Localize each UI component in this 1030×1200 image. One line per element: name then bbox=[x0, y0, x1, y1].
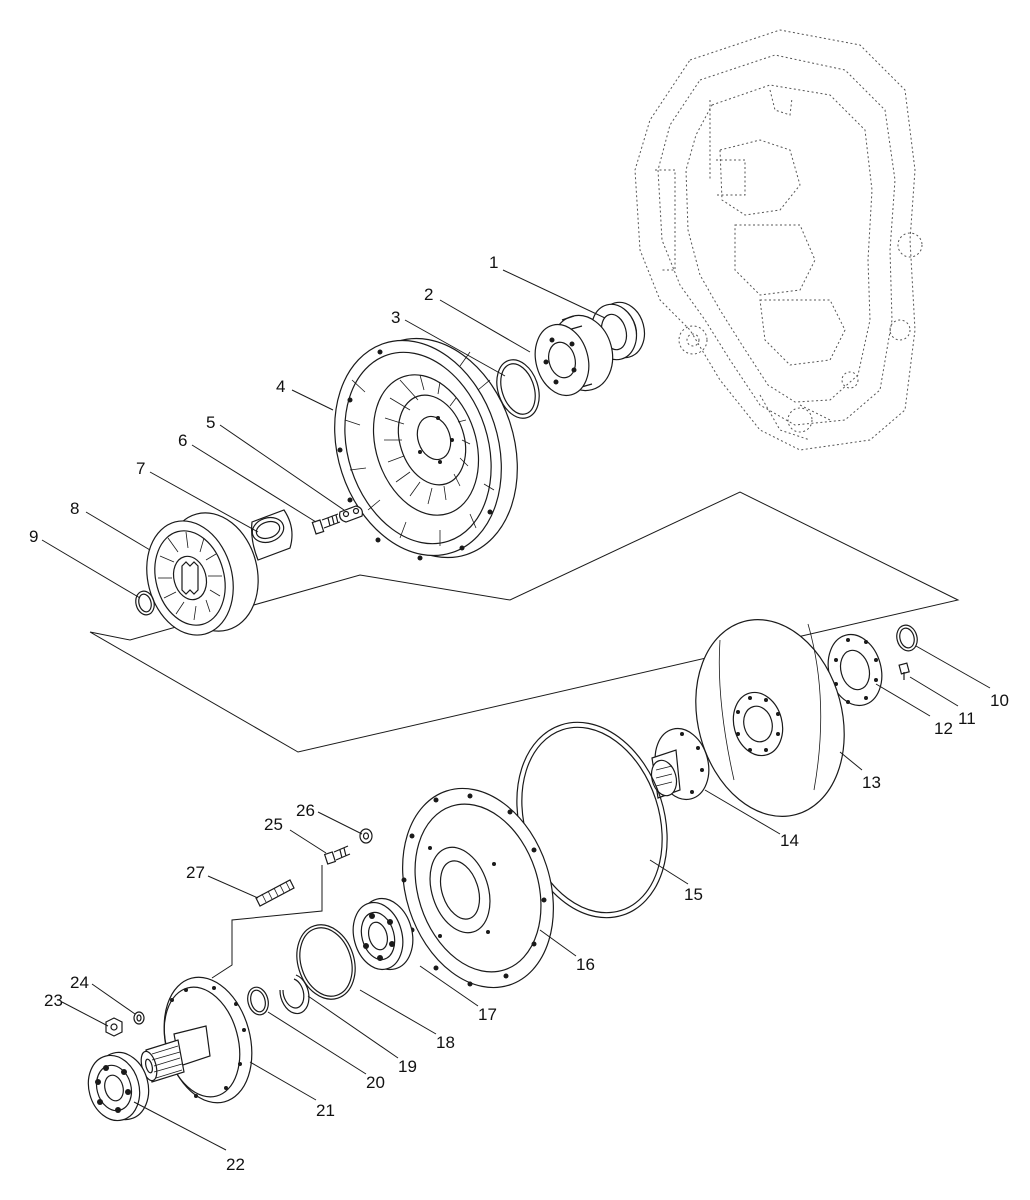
washer-26 bbox=[359, 828, 373, 844]
snap-ring-20 bbox=[247, 986, 269, 1016]
callout-12: 12 bbox=[934, 719, 953, 738]
bolt-6 bbox=[311, 513, 341, 535]
lock-plate-12 bbox=[827, 633, 883, 707]
snap-ring-10 bbox=[896, 624, 918, 652]
stator-8 bbox=[146, 512, 259, 636]
callout-20: 20 bbox=[366, 1073, 385, 1092]
callout-5: 5 bbox=[206, 413, 215, 432]
impeller-cover-16 bbox=[401, 787, 554, 989]
callout-15: 15 bbox=[684, 885, 703, 904]
callout-22: 22 bbox=[226, 1155, 245, 1174]
callout-26: 26 bbox=[296, 801, 315, 820]
callout-8: 8 bbox=[70, 499, 79, 518]
stud-bolt-27 bbox=[255, 879, 295, 907]
callout-7: 7 bbox=[136, 459, 145, 478]
callout-1: 1 bbox=[489, 253, 498, 272]
callout-18: 18 bbox=[436, 1033, 455, 1052]
callout-13: 13 bbox=[862, 773, 881, 792]
callout-11: 11 bbox=[958, 709, 976, 728]
callout-24: 24 bbox=[70, 973, 89, 992]
callout-10: 10 bbox=[990, 691, 1009, 710]
bolt-25 bbox=[323, 845, 351, 865]
callout-9: 9 bbox=[29, 527, 38, 546]
transmission-housing bbox=[634, 29, 923, 451]
callout-3: 3 bbox=[391, 308, 400, 327]
callout-19: 19 bbox=[398, 1057, 417, 1076]
snap-ring-3 bbox=[496, 359, 540, 419]
callout-4: 4 bbox=[276, 377, 285, 396]
washer-24 bbox=[133, 1011, 145, 1025]
pump-housing-4 bbox=[334, 337, 518, 561]
callout-21: 21 bbox=[316, 1101, 335, 1120]
callout-25: 25 bbox=[264, 815, 283, 834]
gear-hub-2 bbox=[534, 314, 614, 397]
callout-23: 23 bbox=[44, 991, 63, 1010]
callout-14: 14 bbox=[780, 831, 799, 850]
assembly-boundary-line bbox=[89, 491, 960, 753]
snap-ring-19 bbox=[279, 974, 310, 1015]
snap-ring-9 bbox=[135, 590, 155, 616]
o-ring-18 bbox=[296, 924, 356, 1000]
callout-27: 27 bbox=[186, 863, 205, 882]
output-flange-21 bbox=[140, 976, 253, 1104]
hub-flange-14 bbox=[650, 727, 710, 801]
callout-16: 16 bbox=[576, 955, 595, 974]
lock-plate-5 bbox=[339, 505, 363, 523]
bearing-17 bbox=[352, 897, 414, 971]
nut-23 bbox=[105, 1017, 123, 1037]
callout-6: 6 bbox=[178, 431, 187, 450]
assembly-guide-line-bolts bbox=[211, 865, 323, 979]
sleeve-7 bbox=[251, 509, 293, 561]
leader-lines bbox=[41, 269, 991, 1151]
bolt-11 bbox=[898, 662, 910, 680]
callout-2: 2 bbox=[424, 285, 433, 304]
callout-labels: 1 2 3 4 5 6 7 8 9 10 11 12 13 14 15 16 1… bbox=[29, 253, 1009, 1174]
callout-17: 17 bbox=[478, 1005, 497, 1024]
converter-cover-13 bbox=[695, 619, 845, 817]
